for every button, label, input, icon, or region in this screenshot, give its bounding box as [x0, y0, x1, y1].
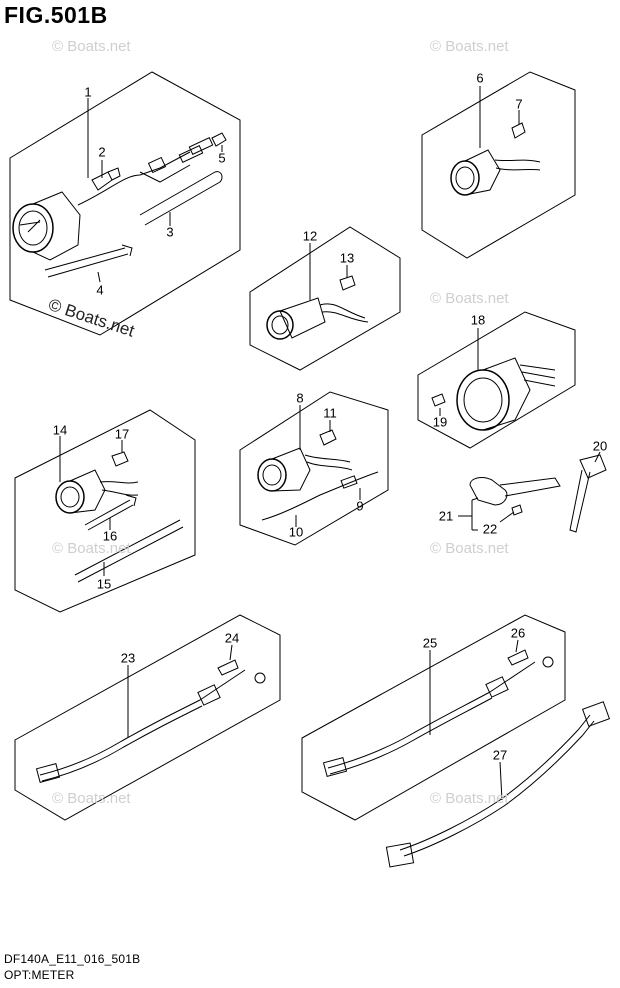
callout-1: 1	[84, 84, 92, 100]
figure-title: FIG.501B	[4, 2, 108, 28]
callout-23: 23	[120, 650, 136, 666]
watermark: © Boats.net	[52, 540, 131, 557]
part-27	[385, 701, 611, 868]
callout-20: 20	[592, 438, 608, 454]
callout-7: 7	[515, 96, 523, 112]
callout-16: 16	[102, 528, 118, 544]
callout-19: 19	[432, 414, 448, 430]
callout-10: 10	[288, 524, 304, 540]
callout-22: 22	[482, 521, 498, 537]
watermark: © Boats.net	[52, 38, 131, 55]
watermark: © Boats.net	[52, 790, 131, 807]
callout-17: 17	[114, 426, 130, 442]
callout-11: 11	[323, 405, 337, 421]
figure-group: OPT:METER	[4, 968, 75, 982]
watermark: © Boats.net	[430, 790, 509, 807]
callout-4: 4	[96, 282, 104, 298]
callout-12: 12	[302, 228, 318, 244]
group-14-panel	[14, 409, 196, 613]
group-1-panel	[9, 71, 241, 336]
watermark: © Boats.net	[430, 540, 509, 557]
callout-2: 2	[98, 144, 106, 160]
group-23-panel	[14, 614, 281, 821]
parts-20-22	[458, 451, 607, 533]
figure-code: DF140A_E11_016_501B	[4, 952, 141, 966]
group-8-panel	[239, 391, 389, 546]
group-25-panel	[301, 614, 566, 821]
watermark: © Boats.net	[430, 290, 509, 307]
group-6-panel	[421, 71, 576, 259]
callout-5: 5	[218, 150, 226, 166]
group-12-panel	[249, 226, 401, 371]
callout-9: 9	[356, 498, 364, 514]
callout-21: 21	[438, 508, 454, 524]
callout-15: 15	[96, 576, 112, 592]
callout-24: 24	[224, 630, 240, 646]
callout-13: 13	[339, 250, 355, 266]
callout-6: 6	[476, 70, 484, 86]
callout-26: 26	[510, 625, 526, 641]
callout-14: 14	[52, 422, 68, 438]
callout-18: 18	[470, 312, 486, 328]
group-18-panel	[417, 311, 576, 449]
callout-3: 3	[166, 224, 174, 240]
callout-8: 8	[296, 390, 304, 406]
callout-27: 27	[492, 747, 508, 763]
watermark: © Boats.net	[430, 38, 509, 55]
callout-25: 25	[422, 635, 438, 651]
